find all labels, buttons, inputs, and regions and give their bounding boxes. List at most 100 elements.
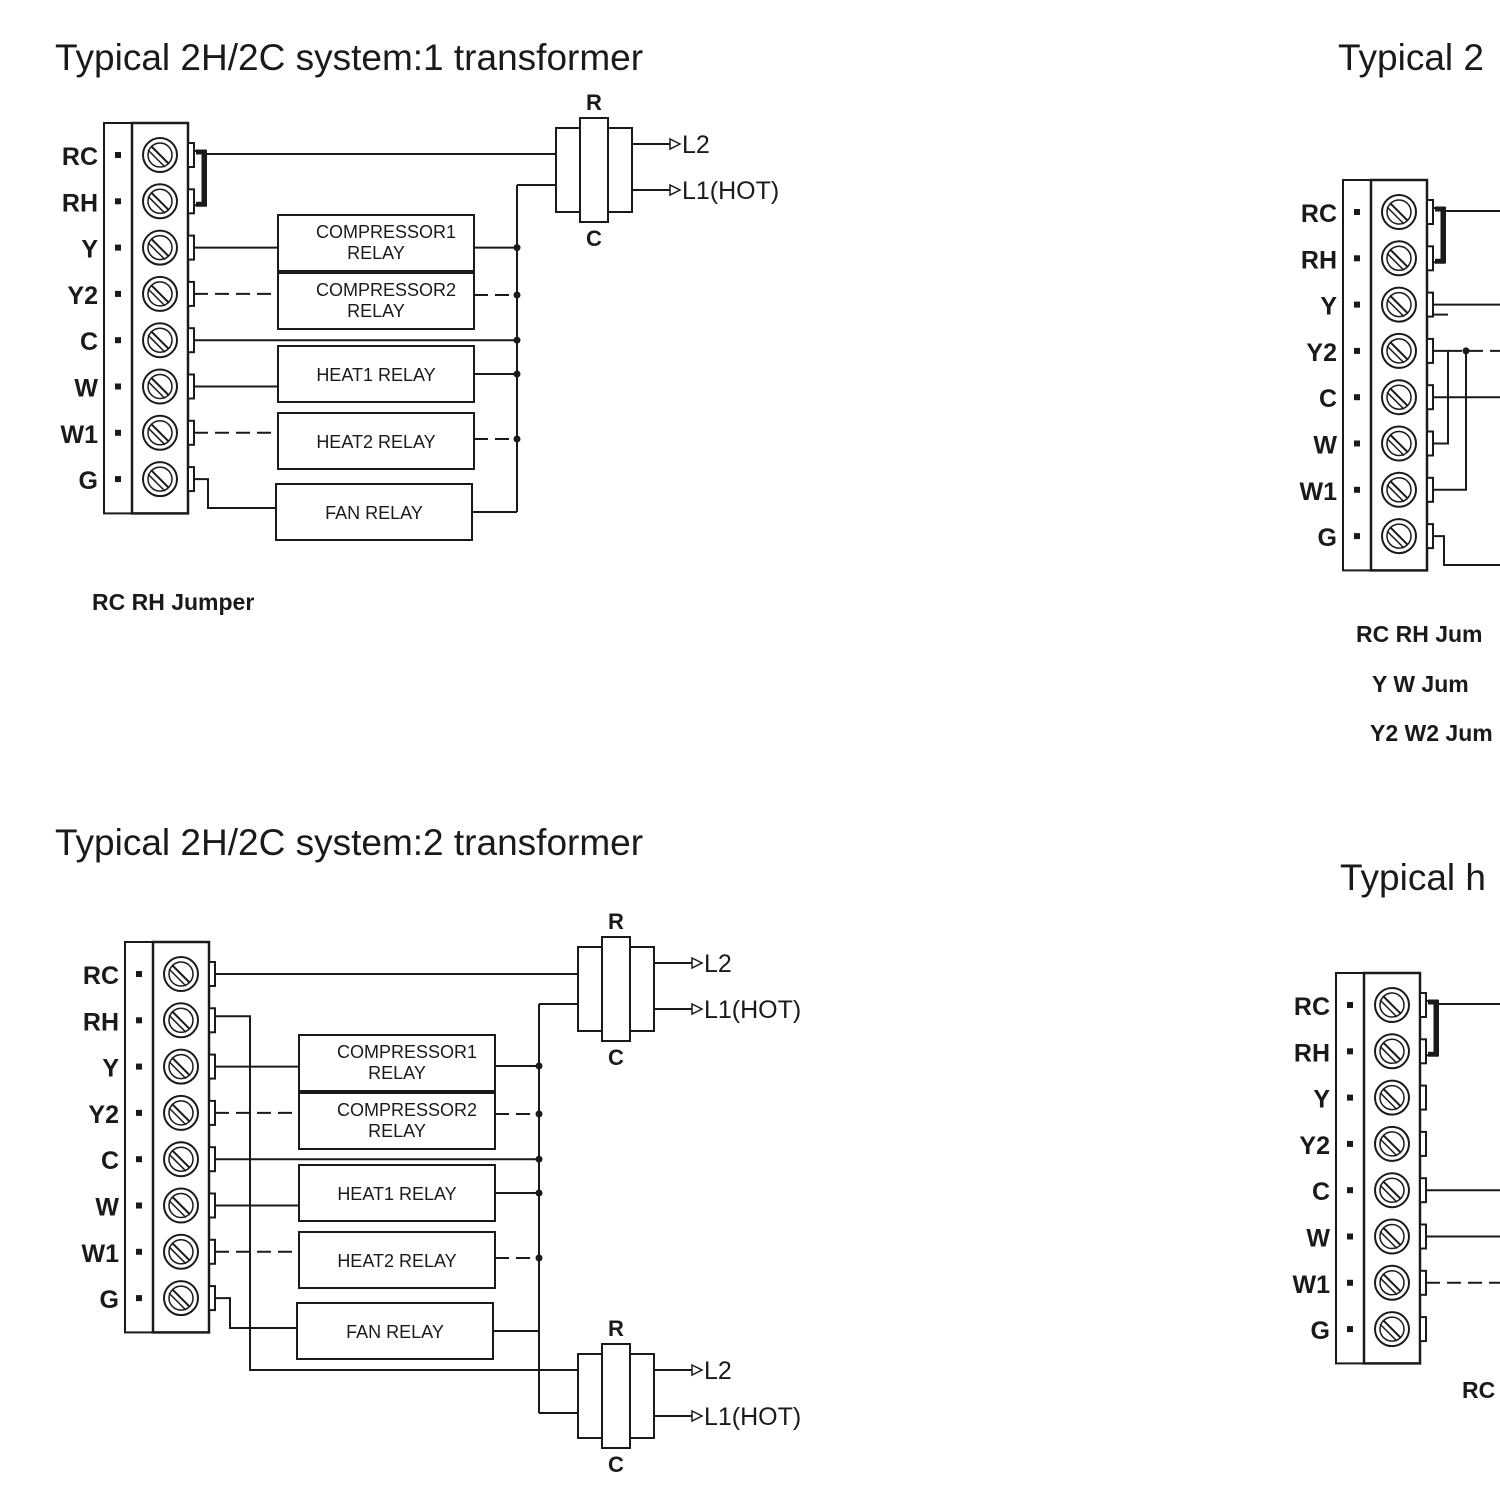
screw-slot-icon <box>147 149 166 168</box>
terminal-tab <box>208 1192 216 1219</box>
terminal-tab <box>187 234 195 261</box>
screw-slot-icon <box>1386 530 1405 549</box>
terminal-dot <box>136 1156 142 1163</box>
terminal-tab <box>1419 1038 1427 1065</box>
screw-slot-icon <box>171 1195 191 1216</box>
diagram-title-2: Typical 2 <box>1338 37 1484 78</box>
terminal-tab <box>1419 1269 1427 1296</box>
screw-slot-icon <box>1379 1323 1398 1342</box>
screw-slot-icon <box>1386 252 1405 271</box>
terminal-dot <box>136 1109 142 1116</box>
screw-slot-icon <box>150 191 170 212</box>
relay-label: COMPRESSOR2 <box>337 1100 477 1120</box>
arrow-icon <box>669 137 682 151</box>
screw-slot-icon <box>1386 391 1405 410</box>
terminal-dot <box>115 290 121 297</box>
screw-slot-icon <box>150 423 170 443</box>
terminal-label-w1: W1 <box>61 421 99 449</box>
terminal-dot <box>115 244 121 251</box>
terminal-dot <box>1347 1233 1353 1240</box>
screw-slot-icon <box>150 284 170 304</box>
screw-slot-icon <box>1379 1138 1398 1157</box>
terminal-tab <box>208 1099 216 1126</box>
terminal-strip-backplate <box>1335 972 1365 1365</box>
terminal-tab <box>187 373 195 400</box>
screw-slot-icon <box>171 1149 191 1169</box>
wire <box>1433 350 1467 491</box>
screw-slot-icon <box>1382 1041 1402 1062</box>
terminal-strip-backplate <box>103 122 133 515</box>
screw-slot-icon <box>1379 1230 1398 1250</box>
terminal-tab <box>1426 384 1434 411</box>
transformer-core <box>601 936 631 1042</box>
note-rc: RC <box>1462 1377 1495 1403</box>
terminal-label-rc: RC <box>1294 993 1330 1021</box>
relay-label: RELAY <box>368 1121 426 1141</box>
terminal-tab <box>187 142 195 168</box>
screw-slot-icon <box>1389 341 1409 361</box>
terminal-dot <box>1354 347 1360 354</box>
terminal-dot <box>1354 486 1360 493</box>
arrow-icon <box>691 956 704 970</box>
terminal-strip-body <box>151 940 211 1334</box>
terminal-dot <box>115 152 121 158</box>
output-label-l2: L2 <box>704 1357 732 1385</box>
screw-slot-icon <box>171 1056 191 1077</box>
output-label-l2: L2 <box>704 950 732 978</box>
relay-box <box>277 272 475 330</box>
terminal-tab <box>1426 337 1434 364</box>
note-rc-rh-jumper: RC RH Jum <box>1356 621 1483 647</box>
terminal-dot <box>115 198 121 205</box>
relay-label: COMPRESSOR1 <box>337 1042 477 1062</box>
terminal-dot <box>136 1017 142 1024</box>
terminal-label-y2: Y2 <box>1306 339 1337 367</box>
screw-slot-icon <box>1389 248 1409 269</box>
terminal-label-y2: Y2 <box>67 282 98 310</box>
transformer-label-r: R <box>608 909 624 934</box>
terminal-tab <box>208 1238 216 1265</box>
terminal-tab <box>187 188 195 215</box>
terminal-tab <box>1419 1130 1427 1157</box>
transformer-primary <box>577 1353 603 1439</box>
terminal-dot <box>1347 1048 1353 1055</box>
terminal-tab <box>1426 430 1434 457</box>
relay-label: HEAT2 RELAY <box>337 1251 456 1271</box>
screw-slot-icon <box>1379 1045 1398 1064</box>
terminal-label-y2: Y2 <box>1299 1132 1330 1160</box>
terminal-strip-body <box>1369 178 1429 572</box>
terminal-label-rh: RH <box>1301 246 1337 274</box>
terminal-label-g: G <box>1318 524 1337 552</box>
terminal-label-c: C <box>101 1147 119 1175</box>
wire <box>194 478 276 509</box>
screw-slot-icon <box>147 195 166 214</box>
screw-slot-icon <box>168 1014 187 1033</box>
screw-slot-icon <box>171 1103 191 1123</box>
screw-slot-icon <box>168 1292 187 1311</box>
junction-dot <box>535 1062 543 1070</box>
terminal-dot <box>115 383 121 390</box>
terminal-tab <box>1419 1177 1427 1204</box>
terminal-label-rh: RH <box>1294 1039 1330 1067</box>
screw-slot-icon <box>1379 1184 1398 1203</box>
terminal-dot <box>1347 1002 1353 1008</box>
transformer-label-c: C <box>608 1452 624 1477</box>
terminal-label-rc: RC <box>62 143 98 171</box>
relay-box <box>298 1164 496 1222</box>
junction-dot <box>513 244 521 252</box>
screw-slot-icon <box>168 1061 187 1080</box>
terminal-label-c: C <box>1312 1178 1330 1206</box>
terminal-strip-backplate <box>124 941 154 1334</box>
terminal-tab <box>1426 476 1434 503</box>
screw-slot-icon <box>1389 433 1409 454</box>
terminal-label-w: W <box>1306 1225 1330 1253</box>
terminal-tab <box>1419 1316 1427 1343</box>
diagram-title-1: Typical 2H/2C system:1 transformer <box>55 37 643 78</box>
relay-label: RELAY <box>368 1063 426 1083</box>
screw-slot-icon <box>168 1246 187 1265</box>
terminal-tab <box>187 466 195 493</box>
screw-slot-icon <box>1379 999 1398 1018</box>
terminal-label-w1: W1 <box>82 1240 120 1268</box>
screw-slot-icon <box>150 145 170 165</box>
terminal-dot <box>1354 301 1360 308</box>
